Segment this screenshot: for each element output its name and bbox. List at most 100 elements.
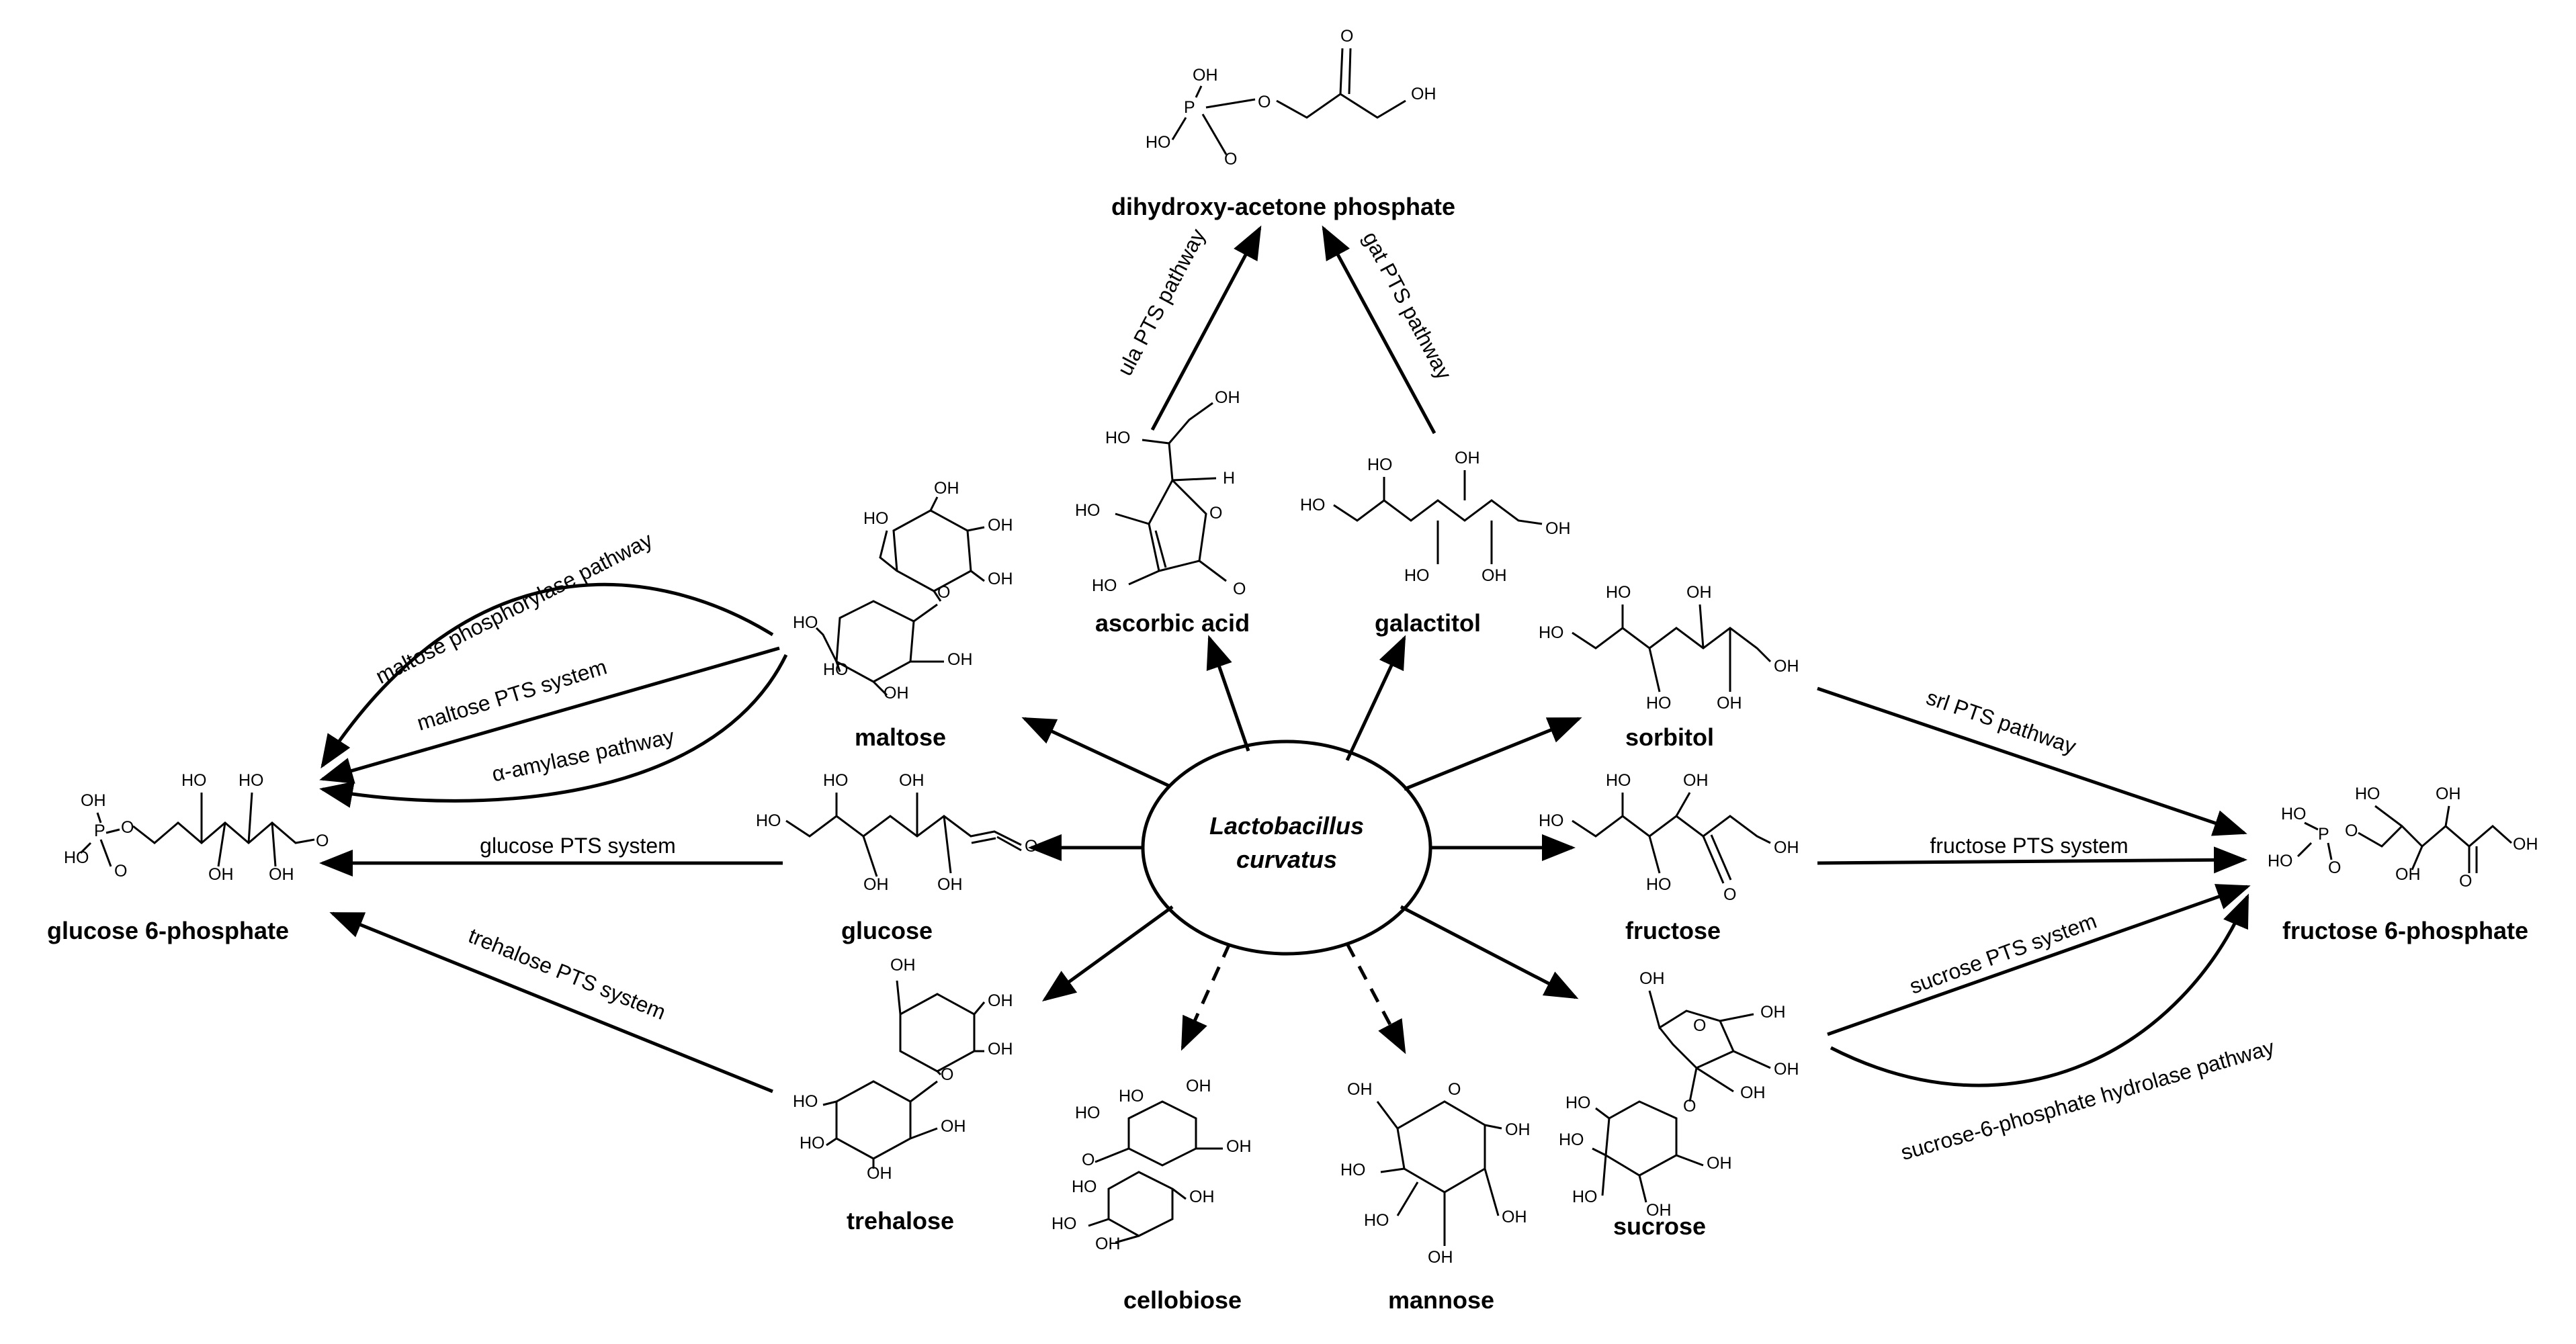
svg-text:HO: HO xyxy=(800,1134,825,1153)
svg-text:OH: OH xyxy=(1545,519,1571,538)
fructose-pts-arrow xyxy=(1817,846,2247,874)
svg-text:O: O xyxy=(121,818,134,837)
svg-text:P: P xyxy=(2318,825,2329,844)
svg-text:HO: HO xyxy=(1092,576,1117,595)
svg-text:OH: OH xyxy=(1482,566,1507,585)
sorbitol-label: sorbitol xyxy=(1625,723,1714,751)
svg-text:OH: OH xyxy=(1455,449,1480,467)
gat-arrow xyxy=(1322,225,1436,435)
svg-text:OH: OH xyxy=(1193,66,1218,85)
svg-text:OH: OH xyxy=(81,791,106,810)
svg-text:OH: OH xyxy=(937,875,963,894)
svg-text:O: O xyxy=(114,862,127,881)
sucrose-label: sucrose xyxy=(1613,1212,1706,1240)
svg-text:HO: HO xyxy=(2281,805,2307,823)
galactitol-label: galactitol xyxy=(1375,609,1481,637)
arrow-to-galactitol xyxy=(1345,635,1406,762)
maltose-pts-label: maltose PTS system xyxy=(414,654,609,735)
svg-text:OH: OH xyxy=(1639,969,1665,988)
svg-text:OH: OH xyxy=(1215,388,1240,407)
svg-text:HO: HO xyxy=(1539,811,1564,830)
sucrose6p-arrow xyxy=(1830,893,2249,1087)
mannose-label: mannose xyxy=(1388,1286,1494,1314)
svg-text:O: O xyxy=(1448,1080,1461,1099)
svg-text:OH: OH xyxy=(941,1117,966,1136)
svg-text:OH: OH xyxy=(1683,771,1709,790)
svg-text:P: P xyxy=(94,821,105,840)
cellobiose-label: cellobiose xyxy=(1123,1286,1242,1314)
svg-text:HO: HO xyxy=(1606,771,1631,790)
trehalose-label: trehalose xyxy=(847,1207,954,1235)
svg-text:HO: HO xyxy=(1146,133,1171,152)
svg-text:HO: HO xyxy=(1539,623,1564,642)
svg-text:OH: OH xyxy=(1347,1080,1373,1099)
glucose-structure: HO OH HO O OH OH xyxy=(756,771,1037,894)
svg-text:OH: OH xyxy=(1760,1003,1786,1022)
svg-text:HO: HO xyxy=(2355,785,2380,803)
fructose-structure: HO OH HO OH HO O xyxy=(1539,771,1799,904)
srl-pathway-label: srl PTS pathway xyxy=(1924,685,2079,759)
sucrose-structure: OH OH O OH OH O HO HO OH HO OH xyxy=(1559,969,1799,1220)
svg-text:OH: OH xyxy=(1774,657,1799,676)
svg-text:HO: HO xyxy=(1606,583,1631,602)
maltose-structure: OH OH HO OH O HO OH HO OH xyxy=(793,479,1013,703)
svg-text:O: O xyxy=(2345,821,2358,840)
sorbitol-structure: HO OH HO OH HO OH xyxy=(1539,583,1799,713)
svg-text:O: O xyxy=(2459,872,2472,891)
svg-text:HO: HO xyxy=(2268,852,2293,870)
svg-text:OH: OH xyxy=(988,516,1013,535)
svg-text:HO: HO xyxy=(1340,1161,1366,1179)
svg-text:OH: OH xyxy=(867,1164,892,1183)
svg-text:HO: HO xyxy=(239,771,264,790)
arrow-to-maltose xyxy=(1021,717,1170,788)
svg-text:HO: HO xyxy=(793,613,818,632)
ula-arrow xyxy=(1150,225,1262,431)
svg-text:OH: OH xyxy=(1095,1235,1121,1253)
svg-text:HO: HO xyxy=(1565,1093,1591,1112)
sucrose-pts-arrow xyxy=(1827,884,2251,1036)
svg-text:HO: HO xyxy=(1051,1214,1077,1233)
svg-text:OH: OH xyxy=(1186,1077,1211,1095)
svg-text:OH: OH xyxy=(863,875,889,894)
svg-text:HO: HO xyxy=(1367,455,1393,474)
svg-text:O: O xyxy=(941,1065,953,1084)
svg-text:OH: OH xyxy=(988,991,1013,1010)
svg-text:OH: OH xyxy=(988,1040,1013,1059)
f6p-structure: HO HO OH P O HO O OH O OH xyxy=(2268,785,2538,891)
galactitol-structure: HO OH HO OH HO OH xyxy=(1300,449,1571,585)
glucose-pts-label: glucose PTS system xyxy=(480,834,676,858)
svg-text:OH: OH xyxy=(1646,1201,1672,1220)
arrow-to-sorbitol xyxy=(1404,717,1582,791)
svg-text:O: O xyxy=(1224,150,1237,169)
svg-text:OH: OH xyxy=(1226,1137,1252,1156)
svg-text:HO: HO xyxy=(64,848,89,867)
svg-text:OH: OH xyxy=(1686,583,1712,602)
svg-text:OH: OH xyxy=(1707,1154,1732,1173)
svg-text:OH: OH xyxy=(1502,1208,1527,1226)
svg-text:P: P xyxy=(1184,98,1195,117)
g6p-structure: OH HO HO O P HO O OH OH O xyxy=(64,771,329,884)
svg-text:HO: HO xyxy=(1072,1177,1097,1196)
svg-text:HO: HO xyxy=(1404,566,1430,585)
svg-text:OH: OH xyxy=(1428,1248,1453,1267)
organism-name-line2: curvatus xyxy=(1236,846,1337,873)
cellobiose-structure: HO OH HO OH O HO OH HO OH xyxy=(1051,1077,1252,1253)
arrow-to-trehalose xyxy=(1041,905,1174,1001)
svg-text:OH: OH xyxy=(2436,785,2461,803)
svg-text:HO: HO xyxy=(1572,1188,1598,1206)
maltose-label: maltose xyxy=(855,723,946,751)
svg-text:OH: OH xyxy=(1774,1060,1799,1079)
svg-text:OH: OH xyxy=(2395,865,2421,884)
svg-text:HO: HO xyxy=(1300,496,1326,514)
ula-pathway-label: ula PTS pathway xyxy=(1113,225,1210,379)
fructose-pts-label: fructose PTS system xyxy=(1930,834,2128,858)
svg-text:OH: OH xyxy=(1740,1083,1766,1102)
f6p-label: fructose 6-phosphate xyxy=(2282,917,2528,944)
srl-arrow xyxy=(1817,686,2247,836)
svg-text:HO: HO xyxy=(1646,875,1672,894)
svg-text:O: O xyxy=(2328,858,2341,877)
svg-text:O: O xyxy=(1082,1151,1094,1169)
alpha-amylase-arrow xyxy=(319,654,788,808)
organism-name-line1: Lactobacillus xyxy=(1209,812,1364,840)
